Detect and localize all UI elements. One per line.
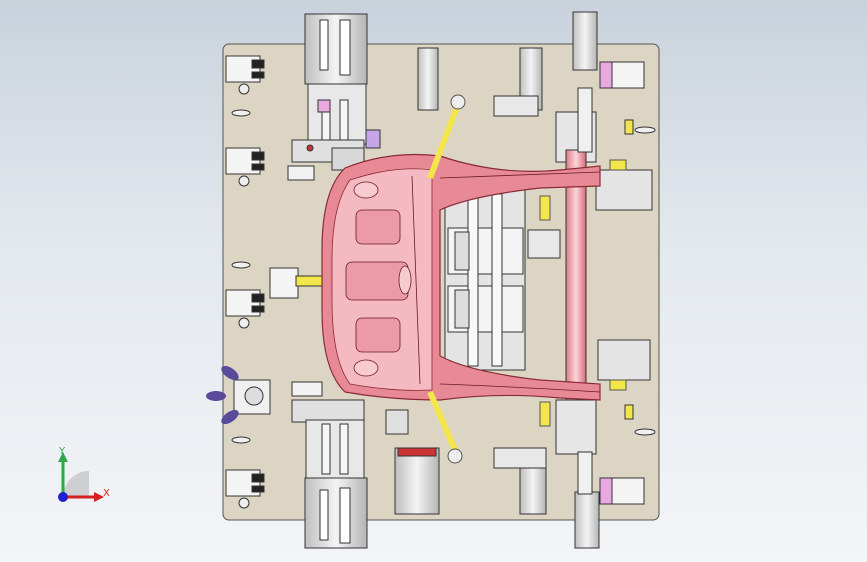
left-clamp-unit (225, 147, 265, 187)
top-left-slide (287, 13, 381, 181)
locating-pin (231, 436, 251, 444)
left-middle-clamp (233, 267, 341, 415)
left-clamp-units (225, 55, 265, 509)
central-slides (444, 189, 561, 371)
pink-stamped-part (321, 153, 601, 401)
left-clamp-unit (225, 55, 265, 95)
top-cylinders (417, 47, 543, 117)
x-axis-label: X (103, 488, 110, 499)
y-axis-label: Y (58, 446, 66, 457)
bottom-left-slide (291, 381, 368, 549)
locating-pin (231, 109, 251, 117)
left-clamp-unit (225, 289, 265, 329)
knob-handle[interactable] (206, 363, 241, 427)
right-edge-items (624, 119, 656, 436)
coordinate-triad: Y X (58, 446, 110, 502)
left-clamp-unit (225, 469, 265, 509)
locating-pin (231, 261, 251, 269)
bottom-cylinders (385, 409, 547, 515)
yellow-clamp-arms (427, 94, 627, 464)
right-slide-column (555, 11, 653, 549)
